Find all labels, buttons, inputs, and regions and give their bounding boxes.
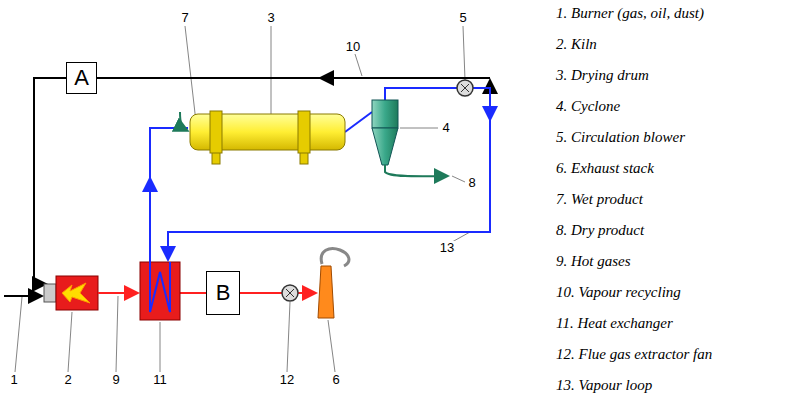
callout-number: 7 xyxy=(180,11,189,25)
box-letter: A xyxy=(74,67,89,89)
box-letter: B xyxy=(216,282,231,304)
key-item: 10. Vapour recycling xyxy=(556,284,681,301)
callout-number: 13 xyxy=(439,241,455,255)
callout-number: 8 xyxy=(467,176,476,190)
vapour-loop xyxy=(150,88,490,262)
circulation-blower xyxy=(457,80,473,96)
callout-number: 1 xyxy=(9,373,18,387)
callout-number: 2 xyxy=(63,373,72,387)
key-item: 6. Exhaust stack xyxy=(556,160,654,177)
key-item: 12. Flue gas extractor fan xyxy=(556,346,712,363)
filter-box: B xyxy=(206,271,240,315)
key-item: 13. Vapour loop xyxy=(556,377,652,394)
callout-number: 5 xyxy=(458,11,467,25)
key-item: 3. Drying drum xyxy=(556,67,649,84)
callout-number: 6 xyxy=(331,373,340,387)
key-item: 8. Dry product xyxy=(556,222,644,239)
heat-exchanger xyxy=(140,262,180,320)
drying-drum xyxy=(190,111,345,164)
callout-number: 4 xyxy=(441,121,450,135)
key-item: 7. Wet product xyxy=(556,191,643,208)
control-box: A xyxy=(66,62,97,94)
key-item: 4. Cyclone xyxy=(556,98,620,115)
burner-kiln xyxy=(44,276,98,310)
vapour-recycling-line xyxy=(4,78,490,296)
callout-number: 12 xyxy=(279,373,295,387)
extractor-fan xyxy=(282,285,298,301)
key-item: 1. Burner (gas, oil, dust) xyxy=(556,5,704,22)
key-item: 5. Circulation blower xyxy=(556,129,685,146)
exhaust-stack xyxy=(318,249,349,318)
callout-number: 11 xyxy=(152,373,168,387)
wet-product-arrow xyxy=(180,112,186,130)
callout-number: 9 xyxy=(111,373,120,387)
key-item: 2. Kiln xyxy=(556,36,597,53)
callout-number: 10 xyxy=(345,40,361,54)
key-item: 11. Heat exchanger xyxy=(556,315,673,332)
callout-number: 3 xyxy=(266,11,275,25)
cyclone xyxy=(372,100,446,176)
key-item: 9. Hot gases xyxy=(556,253,631,270)
